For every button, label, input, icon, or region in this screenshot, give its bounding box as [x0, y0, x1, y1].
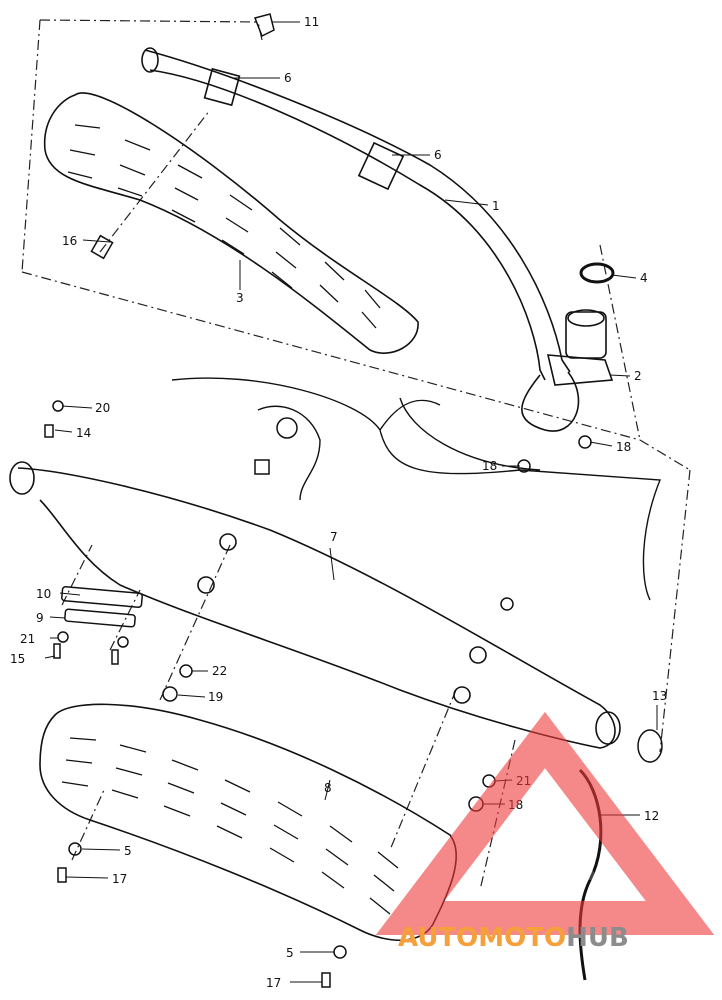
callout-11: 11 [304, 15, 319, 29]
callout-7: 7 [330, 530, 338, 544]
callout-3: 3 [236, 291, 244, 305]
callout-17-left: 17 [112, 872, 127, 886]
callout-13: 13 [652, 689, 667, 703]
callout-4: 4 [640, 271, 648, 285]
heat-shield-lower [39, 703, 458, 941]
callout-20: 20 [95, 401, 110, 415]
exhaust-flange [546, 309, 614, 386]
callout-12: 12 [644, 809, 659, 823]
callout-22: 22 [212, 664, 227, 678]
watermark-moto-text: MOTO [478, 923, 566, 953]
callout-14: 14 [76, 426, 91, 440]
callout-15: 15 [10, 652, 25, 666]
callout-labels: 11 6 6 1 16 3 4 2 18 18 20 14 7 10 9 21 … [10, 15, 667, 990]
assembly-lines [21, 19, 691, 891]
heat-shield-lower-slots [61, 737, 399, 915]
callout-10: 10 [36, 587, 51, 601]
frame-outline [171, 377, 662, 601]
callout-18-middle: 18 [482, 459, 497, 473]
callout-16: 16 [62, 234, 77, 248]
callout-8: 8 [324, 781, 332, 795]
muffler [9, 461, 621, 749]
exhaust-gasket [579, 262, 615, 284]
watermark-logo: AUTOMOTOHUB [375, 711, 715, 953]
callout-6-upper: 6 [284, 71, 292, 85]
callout-19: 19 [208, 690, 223, 704]
callout-1: 1 [492, 199, 500, 213]
heat-shield-upper-slots [67, 124, 381, 329]
watermark-auto-text: AUTO [398, 923, 478, 953]
callout-17-bottom: 17 [266, 976, 281, 990]
watermark-hub-text: HUB [566, 923, 629, 953]
callout-5-bottom: 5 [286, 946, 294, 960]
callout-5-left: 5 [124, 844, 132, 858]
watermark-auto: AUTOMOTOHUB [398, 923, 629, 953]
heat-shield-upper [43, 92, 419, 354]
callout-6-lower: 6 [434, 148, 442, 162]
callout-18-upper: 18 [616, 440, 631, 454]
exhaust-pipe [141, 47, 580, 432]
callout-21-upper: 21 [20, 632, 35, 646]
callout-9: 9 [36, 611, 44, 625]
callout-2: 2 [634, 369, 642, 383]
